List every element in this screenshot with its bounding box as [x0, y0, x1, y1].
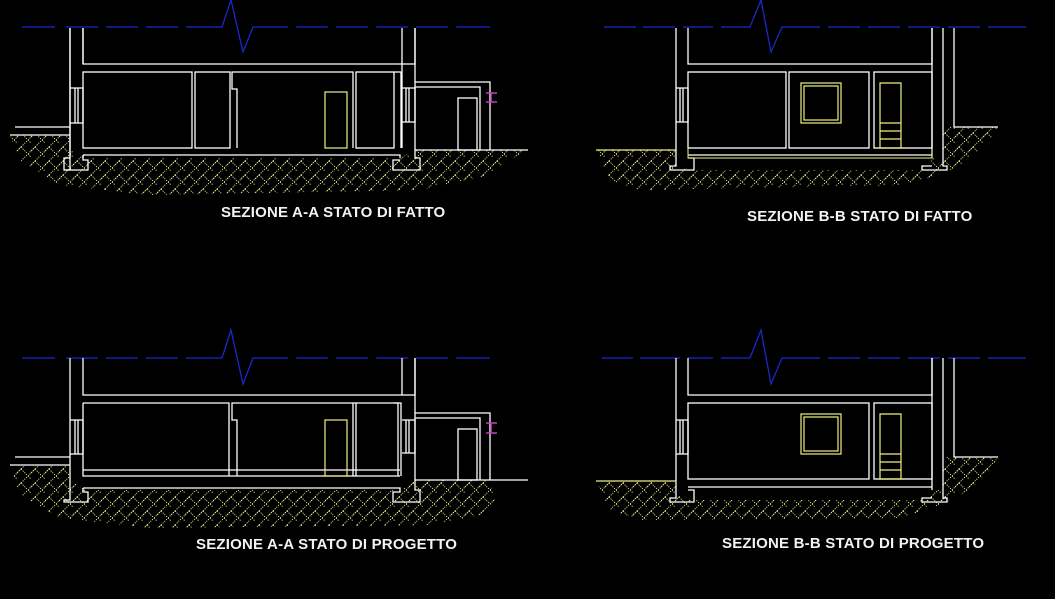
section-b-b-progetto [596, 327, 1026, 520]
section-title-a-a-progetto: SEZIONE A-A STATO DI PROGETTO [196, 536, 458, 553]
section-title-a-a-fatto: SEZIONE A-A STATO DI FATTO [221, 204, 446, 221]
section-a-a-progetto [10, 327, 528, 528]
break-line [22, 0, 490, 55]
section-b-b-fatto [596, 0, 1026, 190]
section-title-b-b-progetto: SEZIONE B-B STATO DI PROGETTO [722, 535, 985, 552]
ground-hatch [10, 135, 528, 195]
steel-beam-icon [486, 422, 497, 434]
wall-niche [800, 82, 902, 149]
section-a-a-fatto [10, 0, 528, 195]
section-title-b-b-fatto: SEZIONE B-B STATO DI FATTO [747, 208, 973, 225]
steel-beam-icon [486, 92, 497, 103]
door [324, 91, 348, 149]
wall-niche [800, 413, 902, 480]
